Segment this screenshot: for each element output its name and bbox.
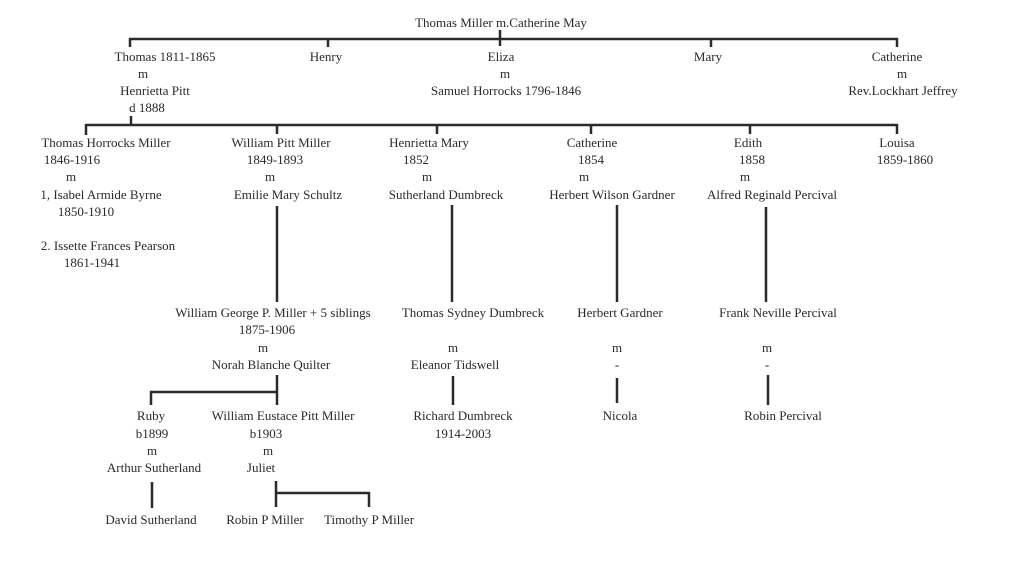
married-label: m <box>264 169 276 184</box>
spouse-name: Alfred Reginald Percival <box>707 187 837 202</box>
spouse-name: Henrietta Pitt <box>120 83 190 98</box>
married-label: m <box>262 443 274 458</box>
spouse-name: Norah Blanche Quilter <box>211 357 331 372</box>
person-name: Thomas Horrocks Miller <box>41 135 171 150</box>
married-label: m <box>611 340 623 355</box>
married-label: m <box>578 169 590 184</box>
spouse-dates: 1861-1941 <box>63 255 121 270</box>
spouse-name: Herbert Wilson Gardner <box>549 187 675 202</box>
person-name: William Pitt Miller <box>231 135 331 150</box>
married-label: m <box>146 443 158 458</box>
spouse-name: - <box>614 357 620 372</box>
spouse-name: Rev.Lockhart Jeffrey <box>848 83 958 98</box>
married-label: m <box>65 169 77 184</box>
person-name: Louisa <box>879 135 915 150</box>
person-name: William George P. Miller + 5 siblings <box>175 305 371 320</box>
person-name: Nicola <box>602 408 638 423</box>
person-name: Thomas 1811-1865 <box>114 49 216 64</box>
person-name: Catherine <box>871 49 923 64</box>
person-dates: 1846-1916 <box>43 152 101 167</box>
spouse-name: 2. Issette Frances Pearson <box>40 238 176 253</box>
person-dates: b1899 <box>135 426 169 441</box>
person-name: Robin Percival <box>744 408 822 423</box>
root-couple: Thomas Miller m.Catherine May <box>415 15 587 30</box>
person-name: Catherine <box>566 135 618 150</box>
person-dates: 1914-2003 <box>434 426 492 441</box>
person-name: Ruby <box>136 408 166 423</box>
person-dates: b1903 <box>249 426 283 441</box>
spouse-name: Arthur Sutherland <box>106 460 202 475</box>
person-name: Eliza <box>487 49 515 64</box>
person-name: Henry <box>309 49 343 64</box>
spouse-name: Juliet <box>246 460 276 475</box>
person-name: Thomas Sydney Dumbreck <box>401 305 545 320</box>
spouse-name: Sutherland Dumbreck <box>388 187 504 202</box>
spouse-dates: 1850-1910 <box>57 204 115 219</box>
spouse-name: - <box>764 357 770 372</box>
person-dates: 1859-1860 <box>876 152 934 167</box>
person-dates: 1852 <box>403 152 429 167</box>
spouse-dates: d 1888 <box>129 100 165 115</box>
spouse-name: 1, Isabel Armide Byrne <box>40 187 162 202</box>
person-dates: 1854 <box>578 152 604 167</box>
person-name: Timothy P Miller <box>323 512 415 527</box>
married-label: m <box>761 340 773 355</box>
person-name: Mary <box>693 49 723 64</box>
married-label: m <box>739 169 751 184</box>
person-dates: 1875-1906 <box>238 322 296 337</box>
married-label: m <box>499 66 511 81</box>
spouse-name: Samuel Horrocks 1796-1846 <box>430 83 582 98</box>
married-label: m <box>447 340 459 355</box>
person-name: William Eustace Pitt Miller <box>211 408 355 423</box>
person-name: Richard Dumbreck <box>413 408 513 423</box>
person-name: Herbert Gardner <box>577 305 663 320</box>
married-label: m <box>896 66 908 81</box>
person-dates: 1849-1893 <box>246 152 304 167</box>
person-name: Robin P Miller <box>226 512 304 527</box>
person-name: Edith <box>733 135 763 150</box>
married-label: m <box>257 340 269 355</box>
person-name: David Sutherland <box>105 512 197 527</box>
spouse-name: Eleanor Tidswell <box>410 357 500 372</box>
married-label: m <box>137 66 149 81</box>
person-dates: 1858 <box>739 152 765 167</box>
person-name: Frank Neville Percival <box>719 305 837 320</box>
spouse-name: Emilie Mary Schultz <box>233 187 343 202</box>
person-name: Henrietta Mary <box>389 135 469 150</box>
married-label: m <box>421 169 433 184</box>
